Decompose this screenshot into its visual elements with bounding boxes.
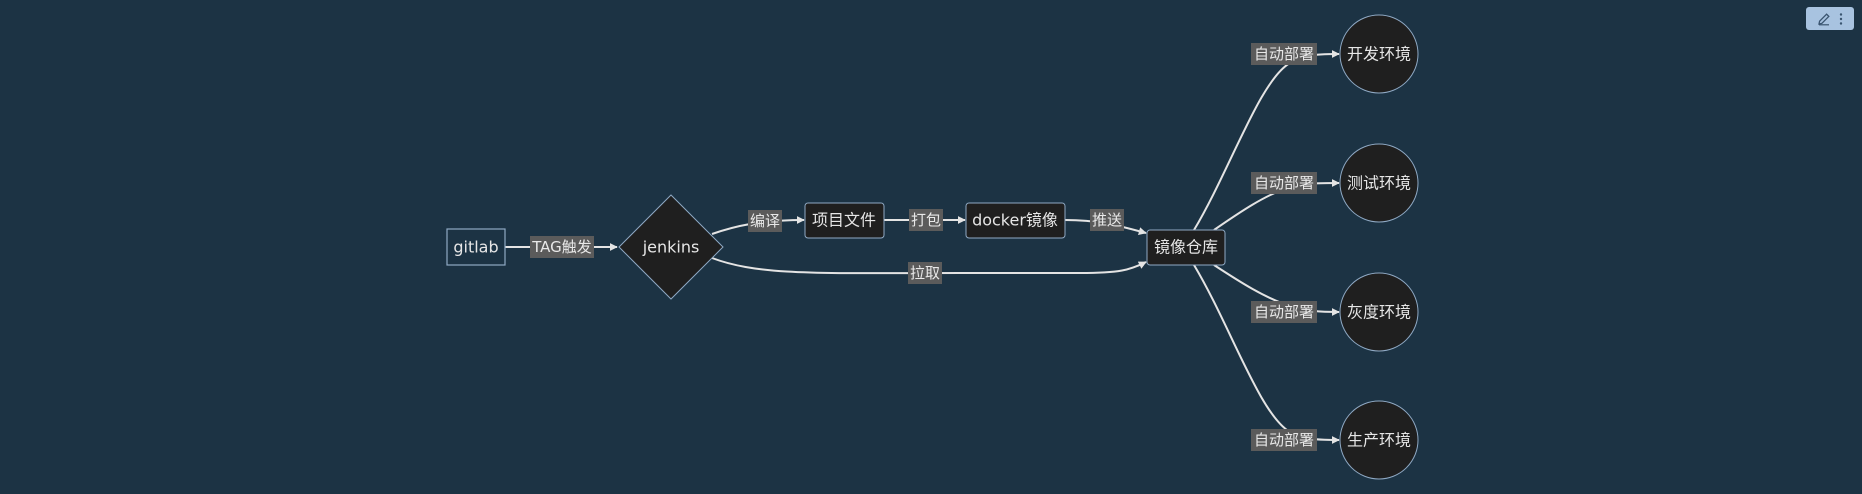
node-jenkins-label: jenkins — [642, 238, 700, 257]
edge-label-push-text: 推送 — [1092, 211, 1122, 229]
node-gray-env-label: 灰度环境 — [1347, 303, 1411, 322]
edge-label-deploy-gray: 自动部署 — [1251, 301, 1317, 323]
nodes: gitlab jenkins 项目文件 docker镜像 镜像仓库 开发环境 测… — [446, 14, 1419, 480]
edge-label-tag-trigger-text: TAG触发 — [531, 238, 592, 256]
edge-label-deploy-prod-text: 自动部署 — [1254, 431, 1314, 449]
edge-label-deploy-gray-text: 自动部署 — [1254, 303, 1314, 321]
edge-label-deploy-prod: 自动部署 — [1251, 429, 1317, 451]
node-image-repo[interactable]: 镜像仓库 — [1146, 229, 1226, 266]
node-gitlab-label: gitlab — [453, 238, 498, 257]
pencil-icon[interactable] — [1817, 12, 1831, 26]
node-prod-env-label: 生产环境 — [1347, 431, 1411, 450]
edge-label-push: 推送 — [1090, 209, 1124, 231]
node-prod-env[interactable]: 生产环境 — [1339, 400, 1419, 480]
more-vertical-icon[interactable] — [1839, 12, 1843, 26]
edge-labels: TAG触发 编译 打包 推送 拉取 自动部署 自动部署 自动部署 — [530, 43, 1317, 451]
node-image-repo-label: 镜像仓库 — [1154, 238, 1218, 257]
node-project-files[interactable]: 项目文件 — [804, 202, 885, 239]
edge-label-tag-trigger: TAG触发 — [530, 236, 594, 258]
edge-label-deploy-test: 自动部署 — [1251, 172, 1317, 194]
edge-label-pull: 拉取 — [908, 262, 942, 284]
node-gitlab[interactable]: gitlab — [446, 228, 506, 266]
edge-label-deploy-dev-text: 自动部署 — [1254, 45, 1314, 63]
node-dev-env[interactable]: 开发环境 — [1339, 14, 1419, 94]
edge-label-pull-text: 拉取 — [910, 264, 940, 282]
node-docker-image-label: docker镜像 — [972, 211, 1058, 230]
node-test-env-label: 测试环境 — [1347, 174, 1411, 193]
node-project-files-label: 项目文件 — [812, 211, 876, 230]
edge-label-deploy-test-text: 自动部署 — [1254, 174, 1314, 192]
edge-image-repo-prod-env — [1193, 264, 1340, 444]
edge-label-compile-text: 编译 — [750, 212, 780, 230]
diagram-toolbar — [1806, 7, 1854, 30]
edge-label-package-text: 打包 — [911, 211, 941, 229]
node-test-env[interactable]: 测试环境 — [1339, 143, 1419, 223]
edge-label-compile: 编译 — [748, 210, 782, 232]
node-dev-env-label: 开发环境 — [1347, 45, 1411, 64]
node-gray-env[interactable]: 灰度环境 — [1339, 272, 1419, 352]
edge-label-package: 打包 — [909, 209, 943, 231]
node-jenkins[interactable]: jenkins — [618, 194, 724, 300]
node-docker-image[interactable]: docker镜像 — [965, 202, 1066, 239]
edge-label-deploy-dev: 自动部署 — [1251, 43, 1317, 65]
edge-image-repo-dev-env — [1193, 50, 1340, 231]
